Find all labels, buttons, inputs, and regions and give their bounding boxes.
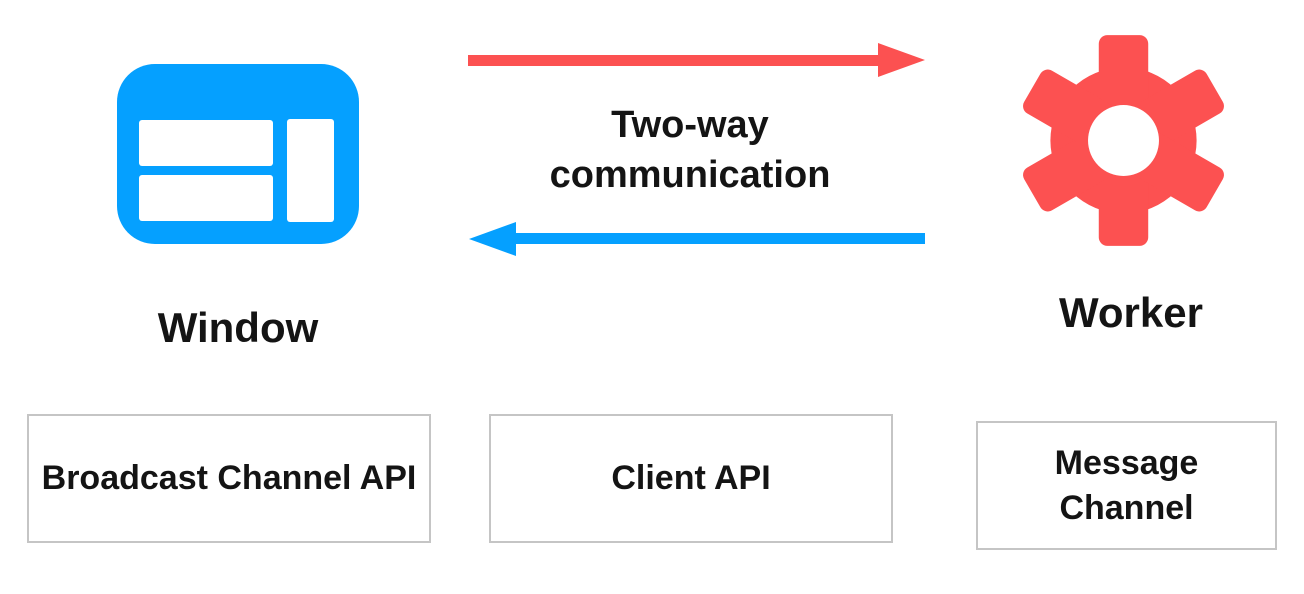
window-label: Window — [157, 304, 319, 351]
left-arrow-head — [469, 222, 516, 256]
message-channel-label: Message Channel — [1054, 443, 1199, 527]
right-arrow-shaft — [468, 55, 879, 66]
message-channel-box: Message Channel — [976, 421, 1277, 550]
client-api-label: Client API — [611, 459, 771, 498]
broadcast-channel-api-label: Broadcast Channel API — [41, 459, 417, 498]
two-way-communication-label: Two-way communication — [549, 104, 831, 197]
window-pane-bottom — [139, 175, 273, 221]
worker-label: Worker — [1059, 289, 1203, 336]
window-pane-sidebar — [287, 119, 334, 222]
window-pane-top — [139, 120, 273, 166]
browser-window-icon — [117, 64, 359, 244]
left-arrow-shaft — [516, 233, 925, 244]
right-arrow-head — [878, 43, 925, 77]
client-api-box: Client API — [489, 414, 893, 543]
gear-icon — [1023, 35, 1224, 246]
broadcast-channel-api-box: Broadcast Channel API — [27, 414, 431, 543]
